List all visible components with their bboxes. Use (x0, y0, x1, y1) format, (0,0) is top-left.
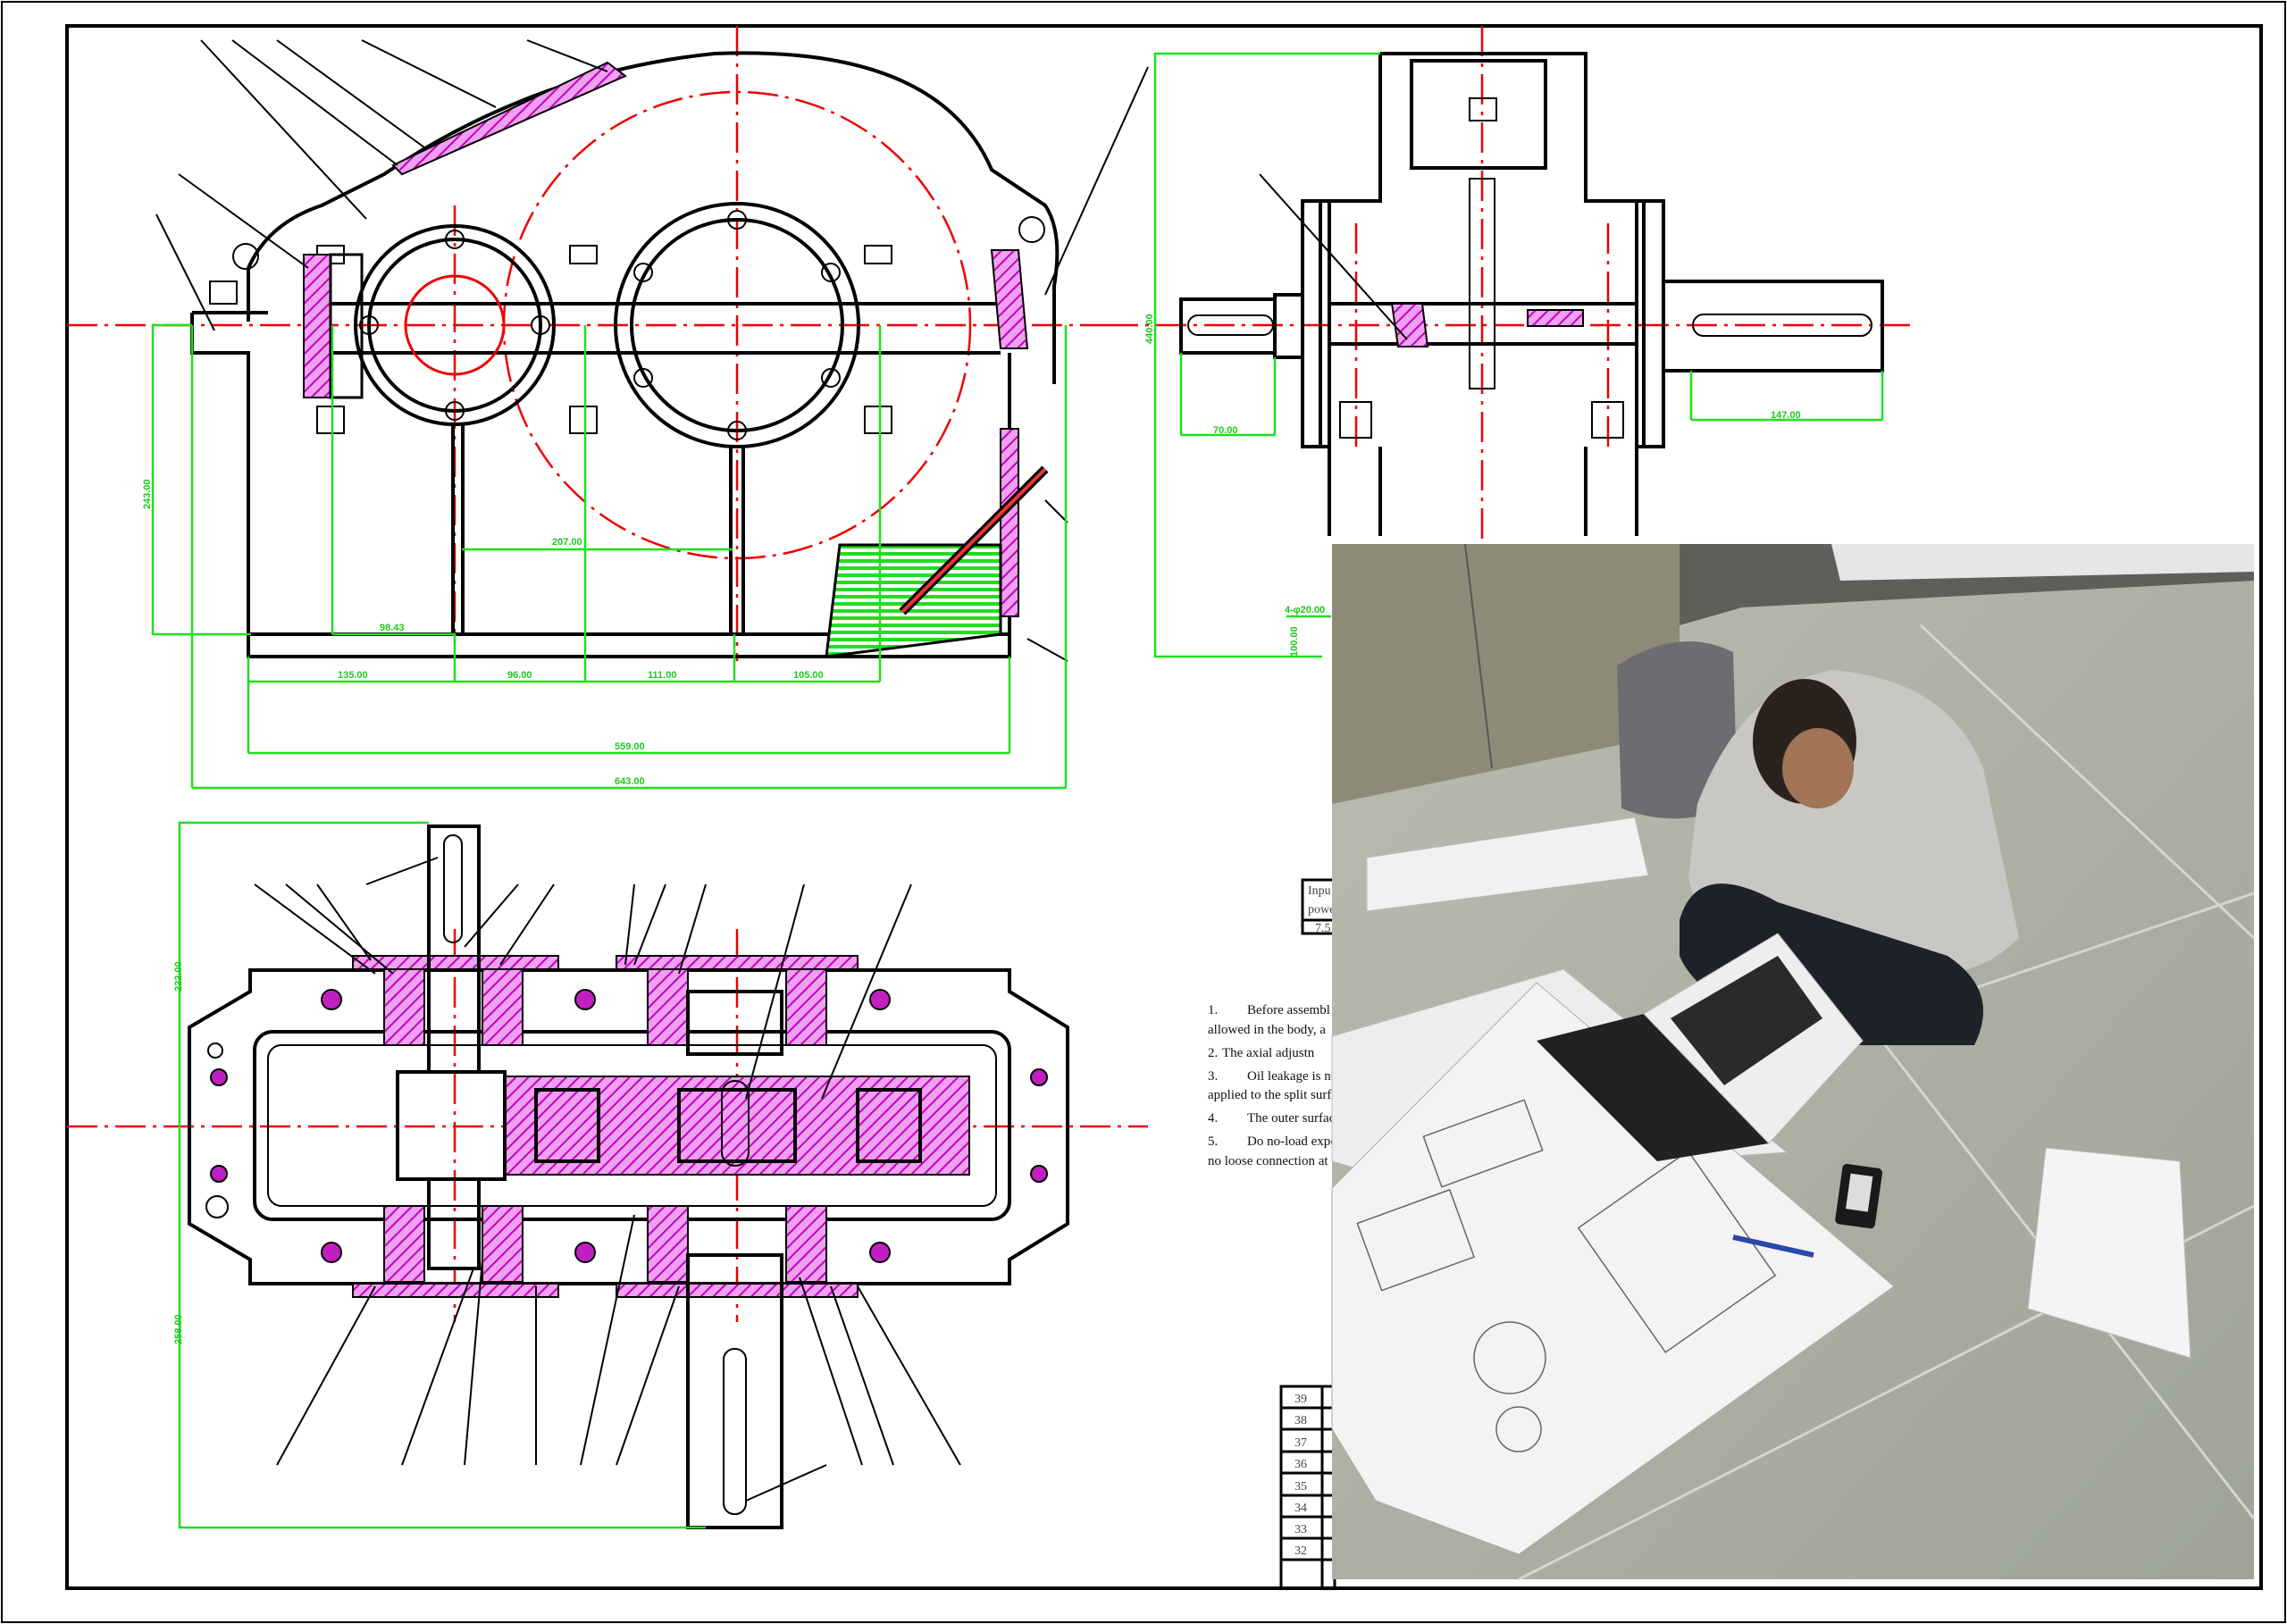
photo-student-with-laptop-and-drawings (1331, 543, 2256, 1581)
note-5-text: Do no-load expe (1247, 1134, 1336, 1149)
dim-207: 207.00 (552, 537, 582, 548)
dim-4-phi20: 4-φ20.00 (1285, 605, 1325, 615)
parts-row-39: 39 (1294, 1393, 1307, 1406)
note-5-text-2: no loose connection at t (1208, 1154, 1336, 1168)
note-3-text-2: applied to the split surfa (1208, 1088, 1337, 1102)
note-1-text-2: allowed in the body, a (1208, 1023, 1326, 1037)
parts-row-36: 36 (1294, 1458, 1307, 1471)
photo-wall-cabinets (1332, 544, 1680, 804)
dim-135: 135.00 (338, 670, 368, 681)
dim-98: 98.43 (380, 623, 405, 633)
parts-row-35: 35 (1294, 1480, 1307, 1494)
parts-row-38: 38 (1294, 1414, 1307, 1427)
plan-view: 222.00 258.00 (67, 821, 1148, 1529)
parts-list-table: 39 38 37 36 35 34 33 32 (1279, 1385, 2261, 1590)
dim-70: 70.00 (1213, 425, 1238, 436)
parts-row-34: 34 (1294, 1502, 1307, 1515)
parts-row-33: 33 (1294, 1523, 1307, 1536)
dim-643: 643.00 (615, 776, 645, 787)
technical-notes: 1. Before assembl allowed in the body, a… (1208, 1003, 1337, 1168)
note-2-num: 2. (1208, 1046, 1218, 1060)
photo-backpack (1617, 641, 1738, 819)
photo-drawing-sheet-2 (1331, 982, 1895, 1555)
inner-frame (65, 24, 2263, 1590)
dim-559: 559.00 (615, 741, 645, 752)
tech-table-header-2: powe (1308, 903, 1335, 917)
dim-105: 105.00 (793, 670, 824, 681)
parts-row-32: 32 (1294, 1544, 1307, 1558)
photo-laptop-screen (1537, 1014, 1769, 1161)
technical-characteristics-table: Inpu powe 7.5 (1301, 878, 1340, 935)
tech-table-header-1: Inpu (1308, 884, 1331, 898)
photo-paper-stack (2027, 1147, 2191, 1359)
note-3-text: Oil leakage is nc (1247, 1069, 1337, 1084)
dim-258: 258.00 (173, 1314, 184, 1344)
parts-row-37: 37 (1294, 1436, 1307, 1450)
dim-147: 147.00 (1771, 410, 1801, 421)
note-5-num: 5. (1208, 1134, 1218, 1149)
dim-100: 100.00 (1289, 626, 1300, 657)
tech-table-value: 7.5 (1315, 922, 1331, 935)
dim-243: 243.00 (142, 479, 153, 509)
photo-pen (1732, 1235, 1814, 1258)
dim-111: 111.00 (648, 670, 676, 681)
front-view: 207.00 98.43 135.00 96.00 111.00 105.00 … (67, 26, 1149, 790)
note-4-text: The outer surfac (1247, 1111, 1336, 1126)
dim-96: 96.00 (507, 670, 532, 681)
note-4-num: 4. (1208, 1111, 1218, 1126)
note-3-num: 3. (1208, 1069, 1218, 1084)
dim-222: 222.00 (173, 961, 184, 992)
dim-440: 440.00 (1144, 314, 1155, 344)
side-view: 70.00 147.00 440.00 4-φ20.00 100.00 (1108, 26, 1912, 658)
note-2-text: The axial adjustn (1222, 1046, 1315, 1060)
note-1-text: Before assembl (1247, 1003, 1330, 1017)
note-1-num: 1. (1208, 1003, 1218, 1017)
photo-drawing-sheet-rolled (1366, 816, 1649, 912)
